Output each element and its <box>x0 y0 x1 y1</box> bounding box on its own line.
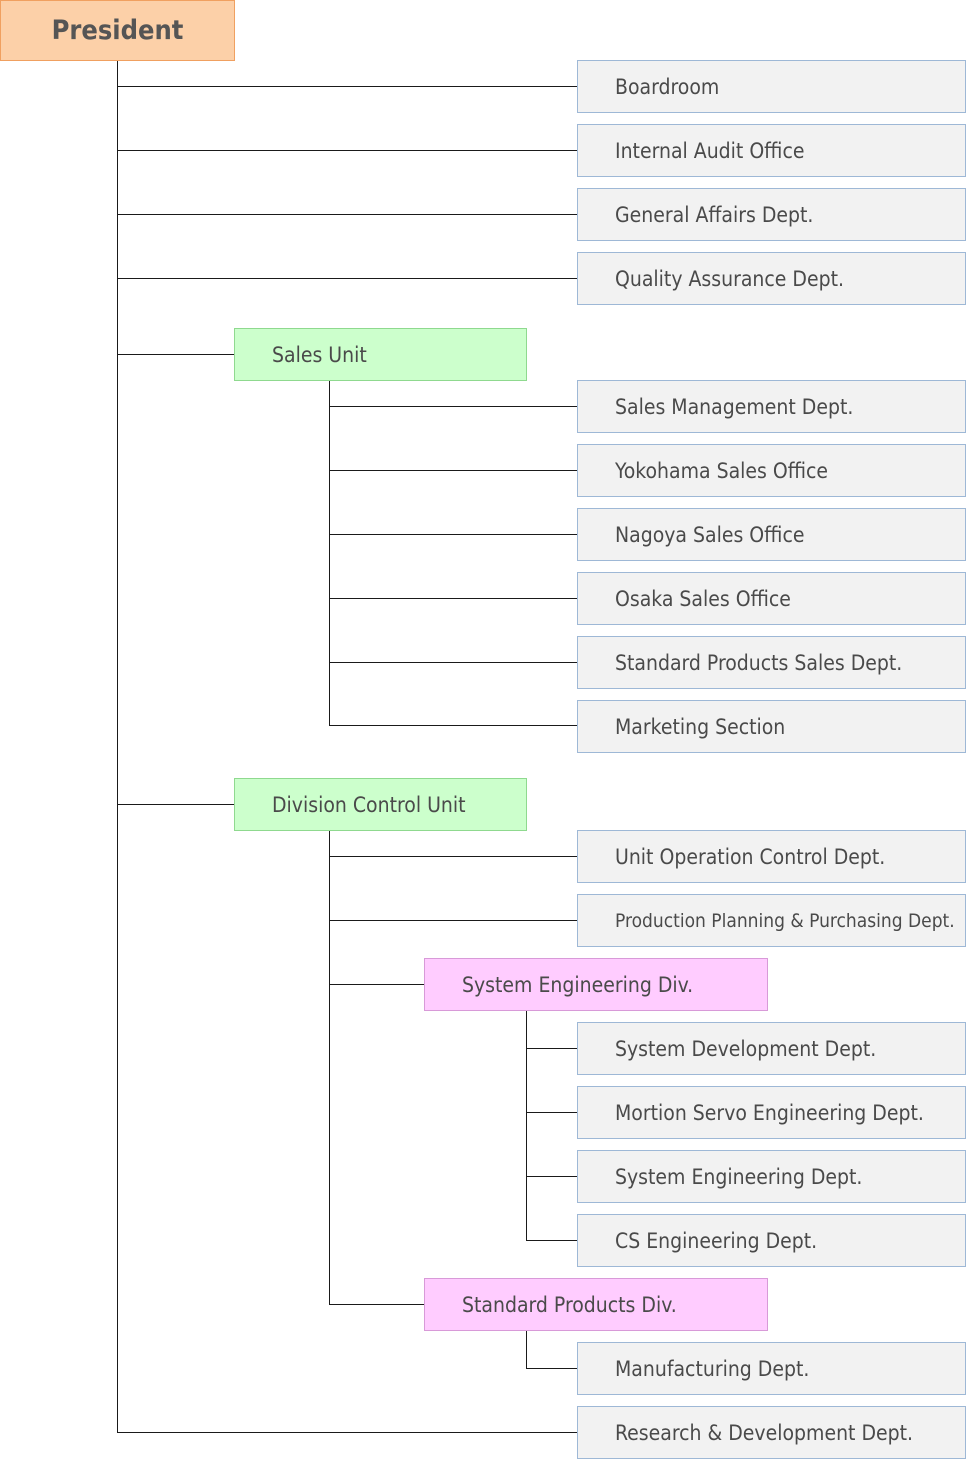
dept-system-engineering: System Engineering Dept. <box>577 1150 966 1203</box>
connector-unit-operation <box>329 856 577 857</box>
connector-quality-assurance <box>117 278 577 279</box>
connector-internal-audit <box>117 150 577 151</box>
div-system-engineering: System Engineering Div. <box>424 958 768 1011</box>
connector-boardroom <box>117 86 577 87</box>
connector-production-planning <box>329 920 577 921</box>
connector-research-dept <box>117 1432 577 1433</box>
dept-standard-products-sales: Standard Products Sales Dept. <box>577 636 966 689</box>
connector-yokohama <box>329 470 577 471</box>
connector-sysdiv-trunk <box>526 1011 527 1241</box>
connector-division-trunk <box>329 831 330 1305</box>
dept-cs-engineering: CS Engineering Dept. <box>577 1214 966 1267</box>
connector-standard-products-div <box>329 1304 424 1305</box>
connector-nagoya <box>329 534 577 535</box>
dept-internal-audit-office: Internal Audit Office <box>577 124 966 177</box>
connector-sales-management <box>329 406 577 407</box>
unit-division-control: Division Control Unit <box>234 778 527 831</box>
dept-general-affairs: General Affairs Dept. <box>577 188 966 241</box>
connector-marketing <box>329 725 577 726</box>
dept-sales-management: Sales Management Dept. <box>577 380 966 433</box>
unit-sales: Sales Unit <box>234 328 527 381</box>
dept-unit-operation-control: Unit Operation Control Dept. <box>577 830 966 883</box>
president-box: President <box>0 0 235 61</box>
connector-sales-trunk <box>329 381 330 726</box>
connector-system-engineering-dept <box>526 1176 577 1177</box>
connector-president-trunk <box>117 61 118 1433</box>
dept-yokohama-sales-office: Yokohama Sales Office <box>577 444 966 497</box>
connector-system-development <box>526 1048 577 1049</box>
dept-osaka-sales-office: Osaka Sales Office <box>577 572 966 625</box>
connector-sales-unit <box>117 354 234 355</box>
connector-stddiv-trunk <box>526 1331 527 1369</box>
div-standard-products: Standard Products Div. <box>424 1278 768 1331</box>
dept-production-planning-purchasing: Production Planning & Purchasing Dept. <box>577 894 966 947</box>
connector-division-control-unit <box>117 804 234 805</box>
dept-research-development: Research & Development Dept. <box>577 1406 966 1459</box>
connector-manufacturing <box>526 1368 577 1369</box>
dept-mortion-servo-engineering: Mortion Servo Engineering Dept. <box>577 1086 966 1139</box>
connector-general-affairs <box>117 214 577 215</box>
dept-nagoya-sales-office: Nagoya Sales Office <box>577 508 966 561</box>
connector-osaka <box>329 598 577 599</box>
dept-system-development: System Development Dept. <box>577 1022 966 1075</box>
connector-cs-engineering <box>526 1240 577 1241</box>
connector-mortion-servo <box>526 1112 577 1113</box>
connector-standard-products-sales <box>329 662 577 663</box>
dept-boardroom: Boardroom <box>577 60 966 113</box>
connector-system-engineering-div <box>329 984 424 985</box>
dept-quality-assurance: Quality Assurance Dept. <box>577 252 966 305</box>
dept-manufacturing: Manufacturing Dept. <box>577 1342 966 1395</box>
dept-marketing-section: Marketing Section <box>577 700 966 753</box>
